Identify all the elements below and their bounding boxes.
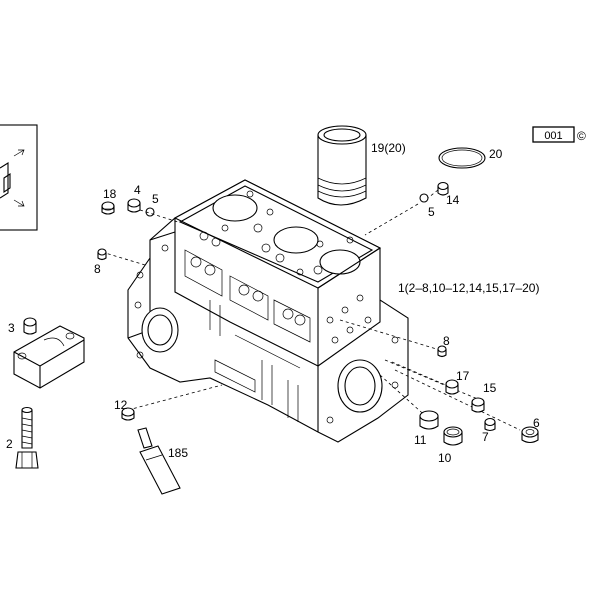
plug-14 xyxy=(437,181,449,196)
callout-20: 20 xyxy=(489,147,503,161)
callout-185: 185 xyxy=(168,446,188,460)
page-code-box: 001 © xyxy=(532,126,586,143)
callout-15: 15 xyxy=(483,381,497,395)
callout-4: 4 xyxy=(134,183,141,197)
cylinder-liner xyxy=(317,125,367,206)
sealant-tube xyxy=(137,427,181,495)
bushing-10 xyxy=(443,426,463,446)
callout-5a: 5 xyxy=(152,192,159,206)
plug-6 xyxy=(521,426,539,444)
plug-12 xyxy=(121,407,135,421)
callout-12: 12 xyxy=(114,398,128,412)
callout-11: 11 xyxy=(414,433,427,447)
assembly-note: 1(2–8,10–12,14,15,17–20) xyxy=(398,281,539,295)
copyright-mark: © xyxy=(577,129,586,143)
plug-8b xyxy=(437,345,447,358)
plug-18 xyxy=(101,201,115,215)
plug-7 xyxy=(484,417,496,432)
bushing-11 xyxy=(419,410,439,430)
washer-5b xyxy=(419,193,429,203)
callout-8a: 8 xyxy=(94,262,101,276)
cup-plug-15 xyxy=(471,397,485,413)
o-ring xyxy=(438,147,486,169)
callout-14: 14 xyxy=(446,193,460,207)
callout-7: 7 xyxy=(482,430,489,444)
callout-2: 2 xyxy=(6,437,13,451)
callout-3: 3 xyxy=(8,321,15,335)
callout-8b: 8 xyxy=(443,334,450,348)
washer-5a xyxy=(145,207,155,217)
inset-engine-icon xyxy=(0,124,38,231)
bearing-shell-3 xyxy=(23,317,37,335)
callout-19: 19(20) xyxy=(371,141,406,155)
callout-5b: 5 xyxy=(428,205,435,219)
bolt-2 xyxy=(15,406,39,469)
page-code: 001 xyxy=(544,130,562,142)
main-bearing-cap xyxy=(13,325,85,389)
plug-8a xyxy=(97,248,107,261)
callout-18: 18 xyxy=(103,187,117,201)
plug-4 xyxy=(127,198,141,213)
engine-block xyxy=(127,179,409,443)
callout-17: 17 xyxy=(456,369,470,383)
cup-plug-17 xyxy=(445,379,459,395)
callout-10: 10 xyxy=(438,451,452,465)
callout-6: 6 xyxy=(533,416,540,430)
